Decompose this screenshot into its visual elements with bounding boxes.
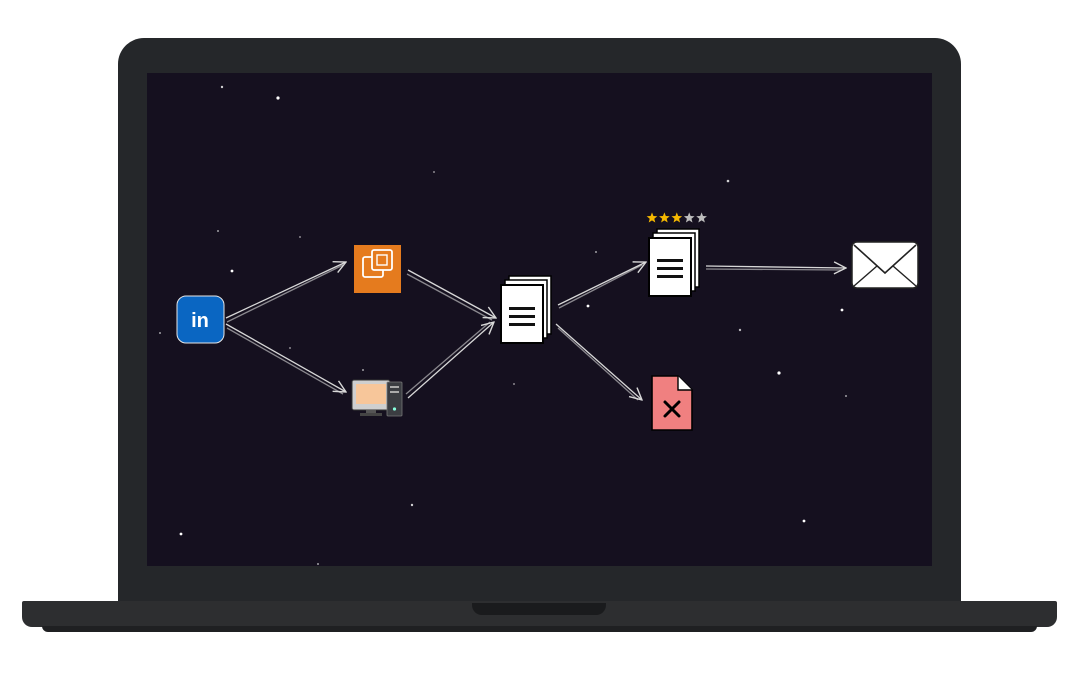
desktop-computer-icon — [351, 379, 403, 417]
star-empty-icon — [696, 212, 707, 223]
envelope-icon — [851, 241, 919, 289]
rating-stars — [646, 212, 707, 223]
arrow-merged-to-rejected — [555, 323, 642, 400]
linkedin-label: in — [191, 310, 209, 332]
arrow-rated-to-email — [705, 266, 846, 270]
arrow-cloud-to-merged — [406, 269, 496, 321]
document-stack-icon — [500, 275, 552, 344]
laptop-notch — [472, 603, 606, 615]
arrow-merged-to-rated — [557, 262, 646, 309]
star-filled-icon — [671, 212, 683, 223]
linkedin-icon: in — [176, 295, 225, 344]
star-empty-icon — [683, 212, 695, 223]
star-filled-icon — [646, 212, 658, 223]
aws-compute-icon — [354, 245, 401, 293]
starfield — [159, 85, 847, 565]
rated-document-stack-icon — [648, 228, 700, 297]
laptop-base-edge — [42, 626, 1037, 632]
arrow-linkedin-to-computer — [225, 323, 346, 395]
arrow-computer-to-merged — [405, 322, 494, 399]
arrow-linkedin-to-cloud — [225, 262, 346, 323]
flow-arrows — [225, 262, 846, 400]
star-filled-icon — [659, 212, 670, 223]
rejected-document-icon — [651, 375, 693, 431]
